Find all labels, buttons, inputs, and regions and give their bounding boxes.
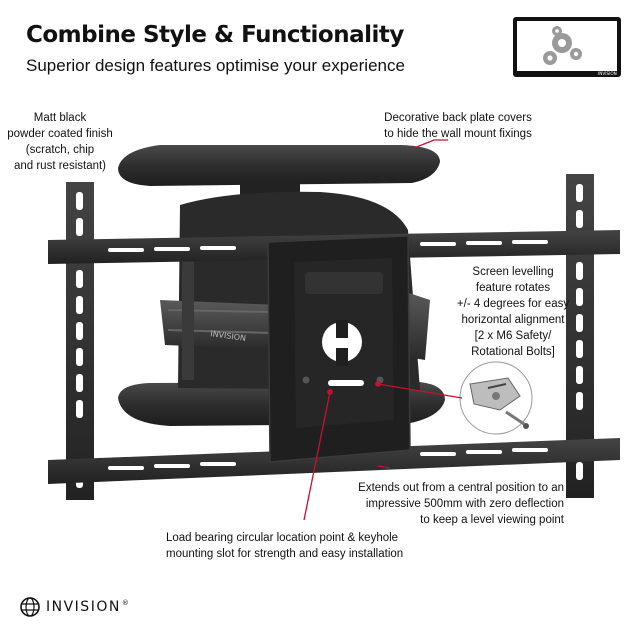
- callout-load-bearing: Load bearing circular location point & k…: [166, 530, 404, 562]
- callout-levelling-line: [2 x M6 Safety/: [474, 330, 552, 342]
- callout-screen-levelling: Screen levelling feature rotates +/- 4 d…: [428, 264, 598, 360]
- keyhole-slot: [328, 380, 364, 386]
- callout-covers-line: to hide the wall mount fixings: [384, 128, 532, 140]
- callout-lines: [303, 139, 463, 521]
- globe-icon: [20, 597, 40, 617]
- brand-logo: INVISION®: [20, 596, 130, 618]
- callout-finish: Matt black powder coated finish (scratch…: [0, 110, 120, 174]
- central-bracket-plate: [267, 235, 411, 463]
- brand-name-text: INVISION: [46, 599, 121, 615]
- thumb-logo: INVISION: [598, 71, 617, 76]
- callout-covers-line: Decorative back plate covers: [384, 112, 532, 124]
- callout-finish-line: and rust resistant): [13, 160, 107, 172]
- callout-levelling-line: horizontal alignment: [461, 314, 565, 326]
- callout-finish-line: powder coated finish: [7, 128, 113, 140]
- levelling-detail-inset: [459, 361, 533, 435]
- callout-extends-line: to keep a level viewing point: [420, 514, 564, 526]
- callout-levelling-line: Screen levelling: [472, 266, 554, 278]
- callout-extends-line: Extends out from a central position to a…: [358, 482, 564, 494]
- left-rail: [66, 182, 94, 500]
- brand-name: INVISION®: [46, 599, 130, 615]
- callout-load-line: mounting slot for strength and easy inst…: [166, 548, 404, 560]
- callout-levelling-line: +/- 4 degrees for easy: [456, 298, 570, 310]
- callout-finish-line: Matt black: [33, 112, 87, 124]
- callout-load-line: Load bearing circular location point & k…: [166, 532, 399, 544]
- callout-extends-line: impressive 500mm with zero deflection: [365, 498, 564, 510]
- callout-finish-line: (scratch, chip: [25, 144, 95, 156]
- subheadline: Superior design features optimise your e…: [26, 56, 405, 75]
- tv-gears-icon: INVISION: [513, 17, 621, 77]
- callout-extends: Extends out from a central position to a…: [350, 480, 564, 528]
- callout-levelling-line: Rotational Bolts]: [471, 346, 555, 358]
- headline: Combine Style & Functionality: [26, 22, 404, 48]
- brand-registered-mark: ®: [121, 599, 131, 607]
- callout-levelling-line: feature rotates: [475, 282, 551, 294]
- bottom-horizontal-bar: [48, 438, 620, 484]
- callout-back-plate-covers: Decorative back plate covers to hide the…: [368, 110, 548, 142]
